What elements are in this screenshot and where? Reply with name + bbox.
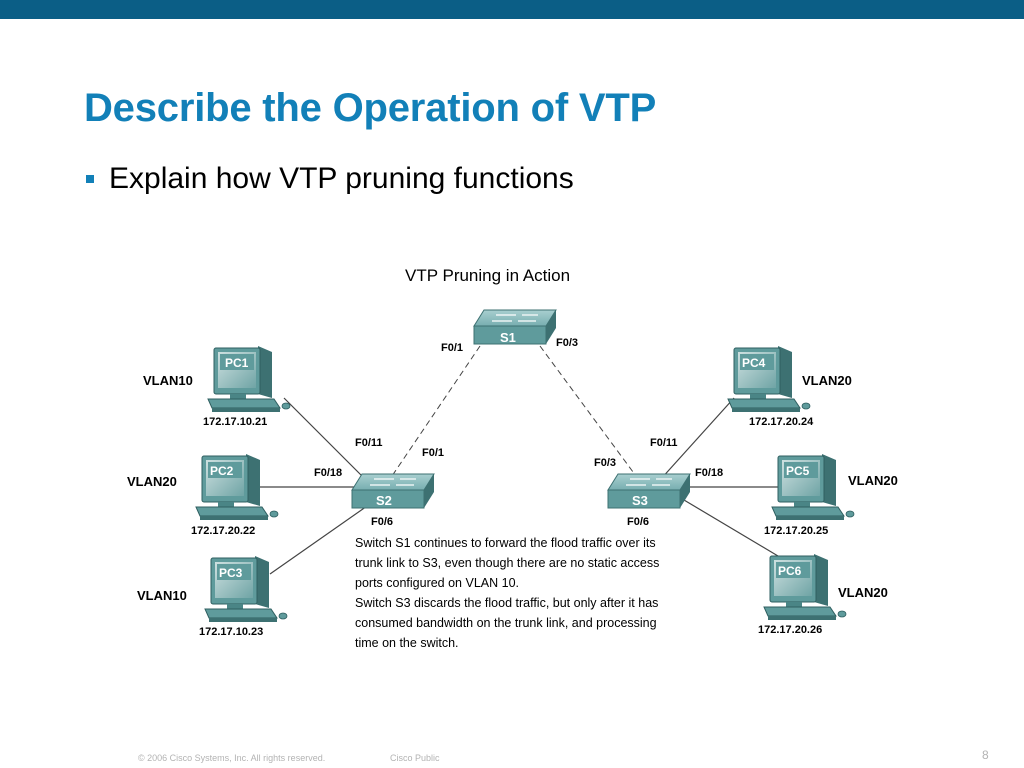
pc6: PC6 bbox=[763, 553, 847, 621]
switch-s1-label: S1 bbox=[500, 330, 516, 345]
caption-line-5: consumed bandwidth on the trunk link, an… bbox=[355, 616, 657, 630]
trunk-s1-s3 bbox=[539, 345, 637, 477]
bullet-marker bbox=[86, 175, 94, 183]
pc1-ip: 172.17.10.21 bbox=[203, 416, 267, 428]
port-s3-f06: F0/6 bbox=[627, 516, 649, 528]
pc1: PC1 bbox=[207, 345, 291, 413]
pc4-ip: 172.17.20.24 bbox=[749, 416, 814, 428]
link-pc6-s3 bbox=[683, 499, 779, 557]
pc3-label: PC3 bbox=[219, 566, 243, 580]
pc3-vlan: VLAN10 bbox=[137, 588, 187, 603]
page-number: 8 bbox=[982, 748, 989, 762]
port-s3-f03: F0/3 bbox=[594, 457, 616, 469]
slide-title: Describe the Operation of VTP bbox=[84, 86, 657, 130]
caption-line-4: Switch S3 discards the flood traffic, bu… bbox=[355, 596, 658, 610]
bullet-text: Explain how VTP pruning functions bbox=[109, 162, 574, 195]
trunk-s1-s2 bbox=[391, 345, 481, 477]
caption-line-6: time on the switch. bbox=[355, 636, 459, 650]
pc4-label: PC4 bbox=[742, 356, 766, 370]
port-s2-f011: F0/11 bbox=[355, 437, 383, 449]
pc1-label: PC1 bbox=[225, 356, 249, 370]
pc6-label: PC6 bbox=[778, 564, 802, 578]
switch-s3-label: S3 bbox=[632, 493, 648, 508]
caption: Switch S1 continues to forward the flood… bbox=[355, 536, 659, 650]
pc5-label: PC5 bbox=[786, 464, 810, 478]
link-pc3-s2 bbox=[269, 503, 371, 575]
caption-line-3: ports configured on VLAN 10. bbox=[355, 576, 519, 590]
switch-s3: S3 bbox=[607, 473, 691, 509]
caption-line-2: trunk link to S3, even though there are … bbox=[355, 556, 659, 570]
pc4: PC4 bbox=[727, 345, 811, 413]
switch-s1: S1 bbox=[473, 309, 557, 345]
pc5-ip: 172.17.20.25 bbox=[764, 525, 828, 537]
pc2-ip: 172.17.20.22 bbox=[191, 525, 255, 537]
pc2: PC2 bbox=[195, 453, 279, 521]
link-pc4-s3 bbox=[659, 397, 735, 481]
diagram-title: VTP Pruning in Action bbox=[405, 266, 570, 285]
pc6-ip: 172.17.20.26 bbox=[758, 624, 822, 636]
port-s2-f01: F0/1 bbox=[422, 447, 444, 459]
classification-label: Cisco Public bbox=[390, 753, 440, 763]
top-banner bbox=[0, 0, 1024, 19]
pc3-ip: 172.17.10.23 bbox=[199, 626, 263, 638]
pc5-vlan: VLAN20 bbox=[848, 473, 898, 488]
pc4-vlan: VLAN20 bbox=[802, 373, 852, 388]
pc1-vlan: VLAN10 bbox=[143, 373, 193, 388]
pc3: PC3 bbox=[204, 555, 288, 623]
pc6-vlan: VLAN20 bbox=[838, 585, 888, 600]
port-s2-f06: F0/6 bbox=[371, 516, 393, 528]
pc5: PC5 bbox=[771, 453, 855, 521]
pc2-label: PC2 bbox=[210, 464, 234, 478]
port-s3-f011: F0/11 bbox=[650, 437, 678, 449]
link-pc1-s2 bbox=[283, 397, 373, 487]
port-s1-f01: F0/1 bbox=[441, 342, 463, 354]
switch-s2-label: S2 bbox=[376, 493, 392, 508]
port-s3-f018: F0/18 bbox=[695, 467, 723, 479]
copyright-notice: © 2006 Cisco Systems, Inc. All rights re… bbox=[138, 753, 326, 763]
port-s1-f03: F0/3 bbox=[556, 337, 578, 349]
switch-s2: S2 bbox=[351, 473, 435, 509]
caption-line-1: Switch S1 continues to forward the flood… bbox=[355, 536, 656, 550]
pc2-vlan: VLAN20 bbox=[127, 474, 177, 489]
port-s2-f018: F0/18 bbox=[314, 467, 342, 479]
links bbox=[258, 345, 779, 575]
